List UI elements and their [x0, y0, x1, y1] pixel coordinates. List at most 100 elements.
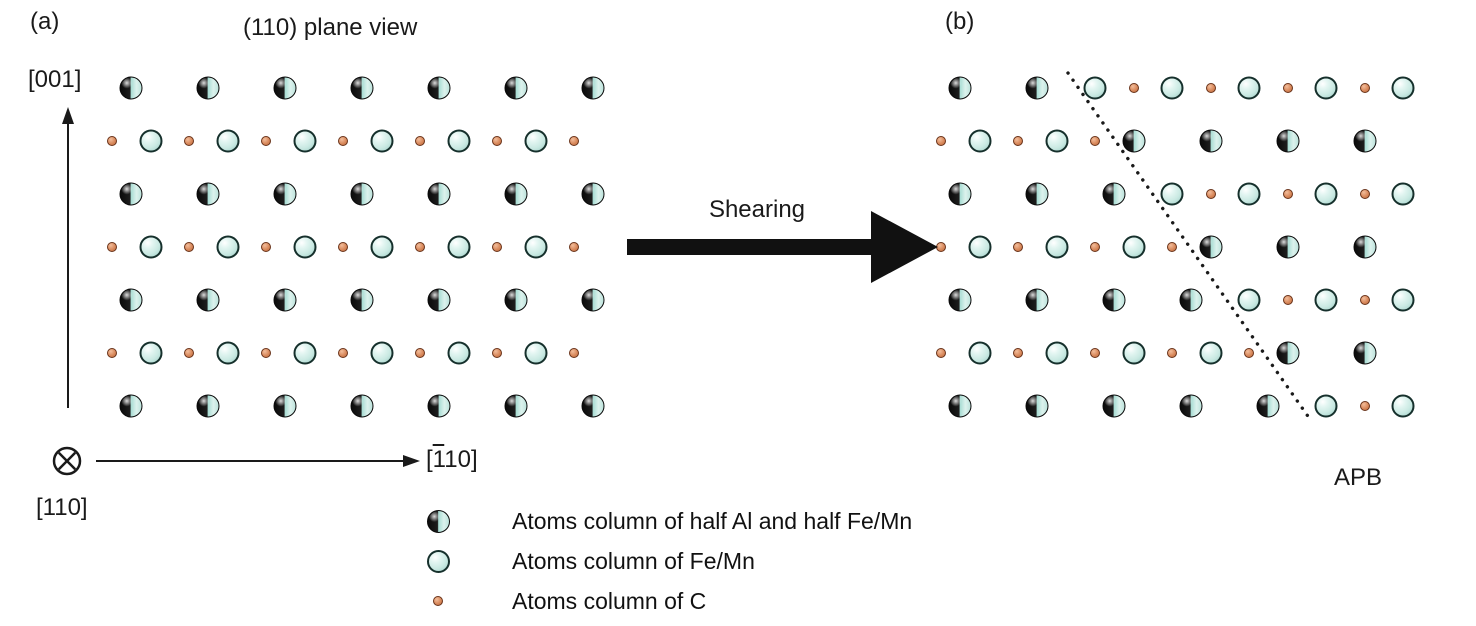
fe-mn-column-atom	[139, 129, 162, 153]
axis-m110-barred-one: 1	[432, 446, 445, 473]
c-column-atom	[936, 136, 946, 146]
half-al-fe-column-atom	[350, 394, 374, 418]
half-al-fe-column-atom	[1276, 341, 1299, 365]
half-al-fe-column-atom	[273, 394, 297, 418]
half-al-fe-column-atom	[427, 76, 451, 100]
c-column-atom	[184, 136, 194, 146]
legend: Atoms column of half Al and half Fe/Mn A…	[424, 501, 912, 621]
half-al-fe-column-atom	[1025, 76, 1049, 100]
c-atom-icon	[424, 587, 452, 615]
c-column-atom	[338, 348, 348, 358]
half-al-fe-column-atom	[273, 76, 297, 100]
legend-label-c: Atoms column of C	[512, 587, 707, 614]
half-al-fe-column-atom	[1256, 394, 1280, 418]
c-column-atom	[1359, 83, 1370, 93]
fe-mn-column-atom	[1045, 235, 1068, 259]
panel-a-label: (a)	[30, 8, 60, 35]
fe-mn-column-atom	[1160, 182, 1184, 206]
c-column-atom	[569, 242, 579, 252]
fe-mn-column-atom	[1199, 341, 1222, 365]
half-al-fe-column-atom	[1102, 394, 1126, 418]
c-column-atom	[936, 348, 946, 358]
half-al-fe-column-atom	[581, 394, 605, 418]
c-column-atom	[107, 348, 117, 358]
half-al-fe-column-atom	[581, 288, 605, 312]
fe-mn-column-atom	[293, 341, 316, 365]
half-al-fe-column-atom	[119, 288, 143, 312]
half-al-fe-column-atom	[581, 182, 605, 206]
fe-mn-column-atom	[524, 129, 547, 153]
fe-mn-column-atom	[139, 341, 162, 365]
legend-item-half-al-fe: Atoms column of half Al and half Fe/Mn	[424, 501, 912, 541]
fe-mn-column-atom	[1391, 394, 1415, 418]
c-column-atom	[936, 242, 946, 252]
half-al-fe-column-atom	[427, 182, 451, 206]
c-column-atom	[492, 348, 502, 358]
axis-001-label: [001]	[28, 66, 82, 93]
fe-mn-column-atom	[293, 235, 316, 259]
half-al-fe-column-atom	[350, 288, 374, 312]
c-column-atom	[415, 136, 425, 146]
legend-item-c: Atoms column of C	[424, 581, 912, 621]
half-al-fe-column-atom	[196, 288, 220, 312]
c-column-atom	[569, 136, 579, 146]
fe-mn-column-atom	[1045, 341, 1068, 365]
half-al-fe-column-atom	[1276, 235, 1299, 259]
c-column-atom	[1282, 295, 1293, 305]
c-column-atom	[261, 136, 271, 146]
half-al-fe-column-atom	[504, 182, 528, 206]
half-al-fe-column-atom	[948, 288, 972, 312]
c-column-atom	[1013, 242, 1023, 252]
fe-mn-column-atom	[370, 129, 393, 153]
c-column-atom	[1090, 242, 1100, 252]
fe-mn-column-atom	[293, 129, 316, 153]
half-al-fe-column-atom	[504, 394, 528, 418]
c-column-atom	[1167, 242, 1177, 252]
half-al-fe-atom-icon	[424, 507, 452, 535]
c-column-atom	[415, 348, 425, 358]
c-column-atom	[1282, 189, 1293, 199]
c-column-atom	[338, 242, 348, 252]
fe-mn-column-atom	[139, 235, 162, 259]
legend-label-half-al-fe: Atoms column of half Al and half Fe/Mn	[512, 507, 913, 534]
half-al-fe-column-atom	[273, 288, 297, 312]
half-al-fe-column-atom	[1025, 394, 1049, 418]
fe-mn-column-atom	[1122, 235, 1145, 259]
c-column-atom	[415, 242, 425, 252]
fe-mn-column-atom	[447, 341, 470, 365]
half-al-fe-column-atom	[426, 509, 450, 533]
c-column-atom	[184, 348, 194, 358]
fe-mn-column-atom	[1083, 76, 1107, 100]
c-column-atom	[107, 242, 117, 252]
fe-mn-column-atom	[1122, 341, 1145, 365]
fe-mn-column-atom	[1314, 182, 1338, 206]
axis-110-label: [110]	[36, 494, 88, 521]
half-al-fe-column-atom	[196, 76, 220, 100]
c-column-atom	[1090, 136, 1100, 146]
fe-mn-column-atom	[524, 235, 547, 259]
half-al-fe-column-atom	[119, 76, 143, 100]
panel-b-label: (b)	[945, 8, 975, 35]
fe-mn-column-atom	[1160, 76, 1184, 100]
c-column-atom	[1013, 136, 1023, 146]
fe-mn-column-atom	[1391, 76, 1415, 100]
fe-mn-column-atom	[216, 341, 239, 365]
legend-label-fe-mn: Atoms column of Fe/Mn	[512, 547, 755, 574]
half-al-fe-column-atom	[1179, 288, 1203, 312]
fe-mn-atom-icon	[424, 547, 452, 575]
c-column-atom	[433, 596, 443, 606]
c-column-atom	[492, 242, 502, 252]
half-al-fe-column-atom	[1102, 288, 1126, 312]
half-al-fe-column-atom	[119, 394, 143, 418]
fe-mn-column-atom	[1391, 182, 1415, 206]
c-column-atom	[184, 242, 194, 252]
half-al-fe-column-atom	[1276, 129, 1299, 153]
c-column-atom	[1359, 401, 1370, 411]
fe-mn-column-atom	[968, 129, 991, 153]
c-column-atom	[1167, 348, 1177, 358]
fe-mn-column-atom	[968, 235, 991, 259]
c-column-atom	[1013, 348, 1023, 358]
c-column-atom	[261, 242, 271, 252]
fe-mn-column-atom	[1237, 182, 1261, 206]
